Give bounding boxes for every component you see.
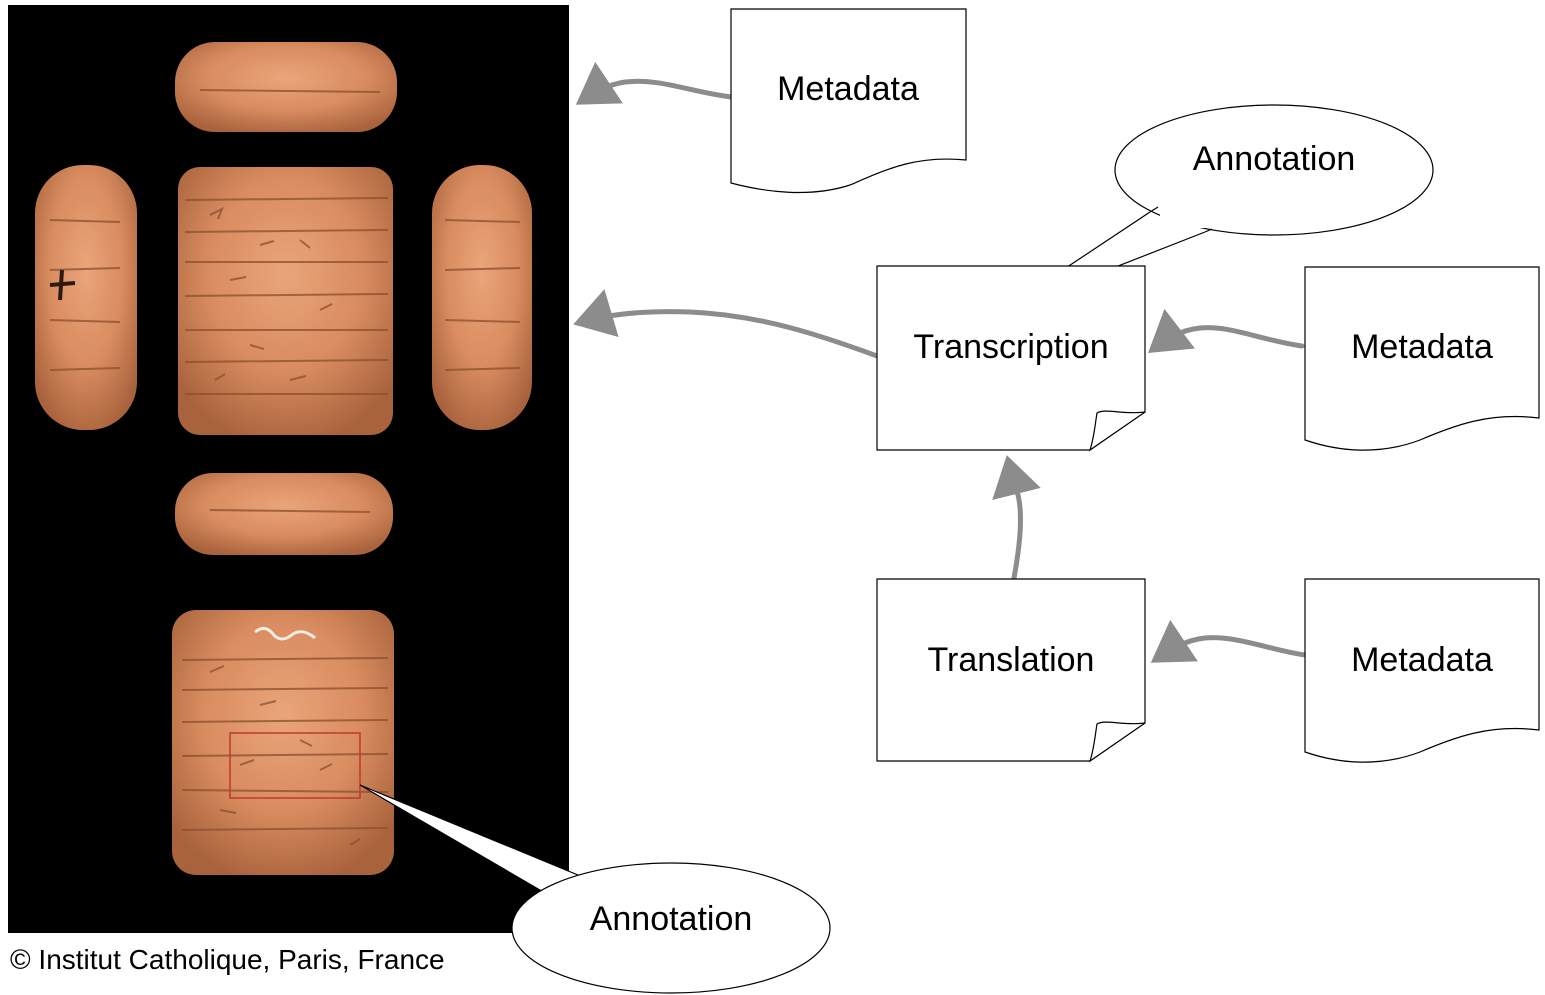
transcription-node[interactable]: Transcription xyxy=(877,266,1145,450)
annotation-bottom-label: Annotation xyxy=(590,900,753,938)
metadata-top-node[interactable]: Metadata xyxy=(731,9,966,193)
transcription-label: Transcription xyxy=(913,328,1108,366)
annotation-top-label: Annotation xyxy=(1193,140,1356,178)
arrow-metadata-to-translation xyxy=(1155,638,1305,660)
translation-node[interactable]: Translation xyxy=(877,579,1145,761)
metadata-top-label: Metadata xyxy=(777,70,919,108)
tablet-bottom-edge xyxy=(175,473,393,555)
arrow-metadata-to-transcription xyxy=(1152,328,1302,350)
tablet-left-edge xyxy=(35,165,137,430)
translation-label: Translation xyxy=(928,641,1095,679)
metadata-bottom-node[interactable]: Metadata xyxy=(1305,579,1539,762)
arrow-translation-to-transcription xyxy=(1008,460,1020,578)
metadata-mid-node[interactable]: Metadata xyxy=(1305,267,1539,450)
tablet-right-edge xyxy=(432,165,532,430)
arrow-transcription-to-photo xyxy=(578,312,877,356)
photo-credit: © Institut Catholique, Paris, France xyxy=(10,944,445,976)
tablet-top-edge xyxy=(175,42,397,132)
tablet-photo xyxy=(8,5,569,933)
transcription-page-curl xyxy=(1090,411,1145,450)
metadata-mid-label: Metadata xyxy=(1351,328,1493,366)
metadata-bottom-label: Metadata xyxy=(1351,641,1493,679)
translation-page-curl xyxy=(1090,722,1145,761)
arrow-metadata-to-photo-top xyxy=(580,81,731,102)
